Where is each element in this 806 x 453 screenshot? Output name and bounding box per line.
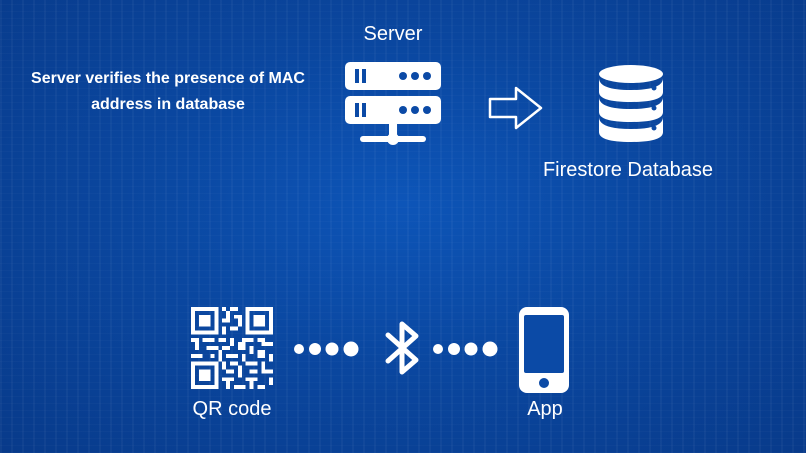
bluetooth-icon [383, 318, 423, 378]
server-label: Server [363, 23, 423, 45]
arrow-right-icon [487, 85, 545, 131]
connection-dots-right [431, 339, 503, 359]
database-label: Firestore Database [542, 159, 714, 181]
headline: Server verifies the presence of MAC addr… [8, 66, 328, 118]
qr-code-icon [191, 307, 273, 389]
smartphone-icon [519, 307, 569, 393]
headline-line-1: Server verifies the presence of MAC [31, 70, 305, 87]
server-icon [343, 60, 443, 146]
connection-dots-left [292, 339, 364, 359]
app-label: App [527, 398, 563, 420]
headline-line-2: address in database [91, 96, 245, 113]
qr-code-label: QR code [192, 398, 272, 420]
database-icon [597, 64, 665, 144]
